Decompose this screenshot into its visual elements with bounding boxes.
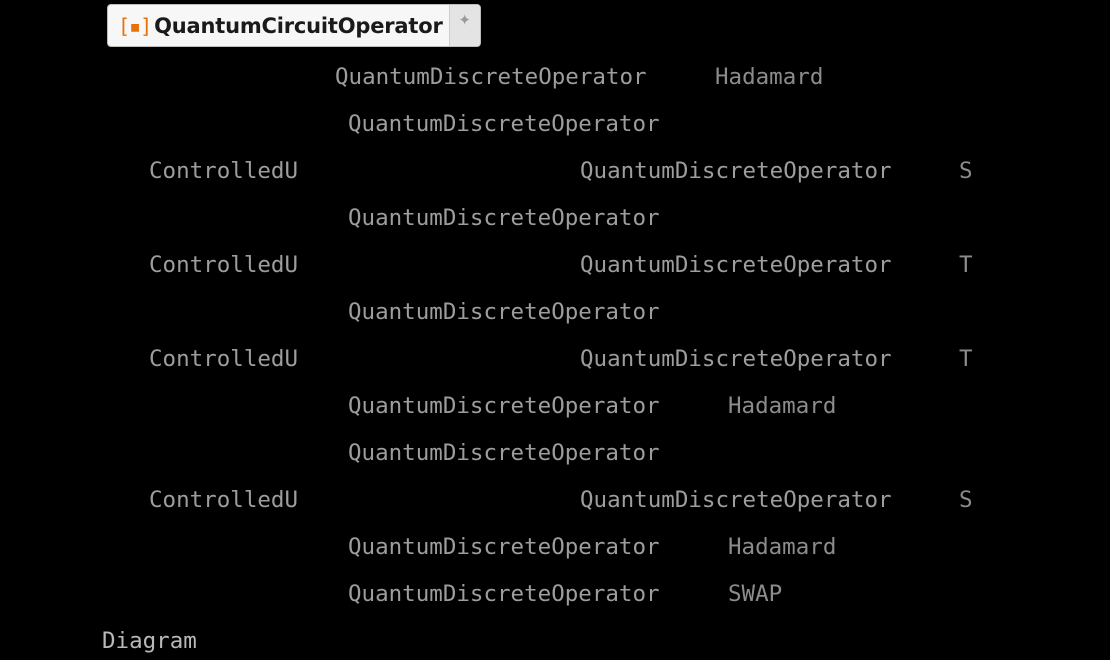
plus-icon: ✦: [458, 11, 471, 29]
code-token[interactable]: QuantumDiscreteOperator: [580, 346, 892, 372]
code-token[interactable]: ControlledU: [149, 252, 299, 278]
code-token[interactable]: Hadamard: [728, 393, 837, 419]
code-token[interactable]: S: [959, 158, 973, 184]
wolfram-marker-icon: [▪]: [118, 13, 152, 38]
code-token[interactable]: QuantumDiscreteOperator: [348, 111, 660, 137]
code-token[interactable]: ControlledU: [149, 487, 299, 513]
code-token[interactable]: QuantumDiscreteOperator: [335, 64, 647, 90]
code-token[interactable]: T: [959, 346, 973, 372]
code-token[interactable]: SWAP: [728, 581, 783, 607]
code-token[interactable]: QuantumDiscreteOperator: [348, 205, 660, 231]
code-token[interactable]: QuantumDiscreteOperator: [580, 252, 892, 278]
code-token[interactable]: Hadamard: [715, 64, 824, 90]
code-token[interactable]: ControlledU: [149, 158, 299, 184]
code-token[interactable]: QuantumDiscreteOperator: [580, 158, 892, 184]
code-token[interactable]: QuantumDiscreteOperator: [348, 534, 660, 560]
code-token[interactable]: S: [959, 487, 973, 513]
quantum-circuit-operator-token[interactable]: [▪] QuantumCircuitOperator ✦: [107, 4, 481, 47]
expand-button[interactable]: ✦: [448, 5, 480, 46]
operator-name-label: QuantumCircuitOperator: [154, 13, 443, 38]
code-token[interactable]: QuantumDiscreteOperator: [348, 299, 660, 325]
code-token[interactable]: QuantumDiscreteOperator: [348, 440, 660, 466]
code-token[interactable]: Diagram: [102, 628, 197, 654]
code-token[interactable]: Hadamard: [728, 534, 837, 560]
code-token[interactable]: ControlledU: [149, 346, 299, 372]
code-token[interactable]: QuantumDiscreteOperator: [580, 487, 892, 513]
code-token[interactable]: QuantumDiscreteOperator: [348, 393, 660, 419]
code-token[interactable]: T: [959, 252, 973, 278]
code-token[interactable]: QuantumDiscreteOperator: [348, 581, 660, 607]
